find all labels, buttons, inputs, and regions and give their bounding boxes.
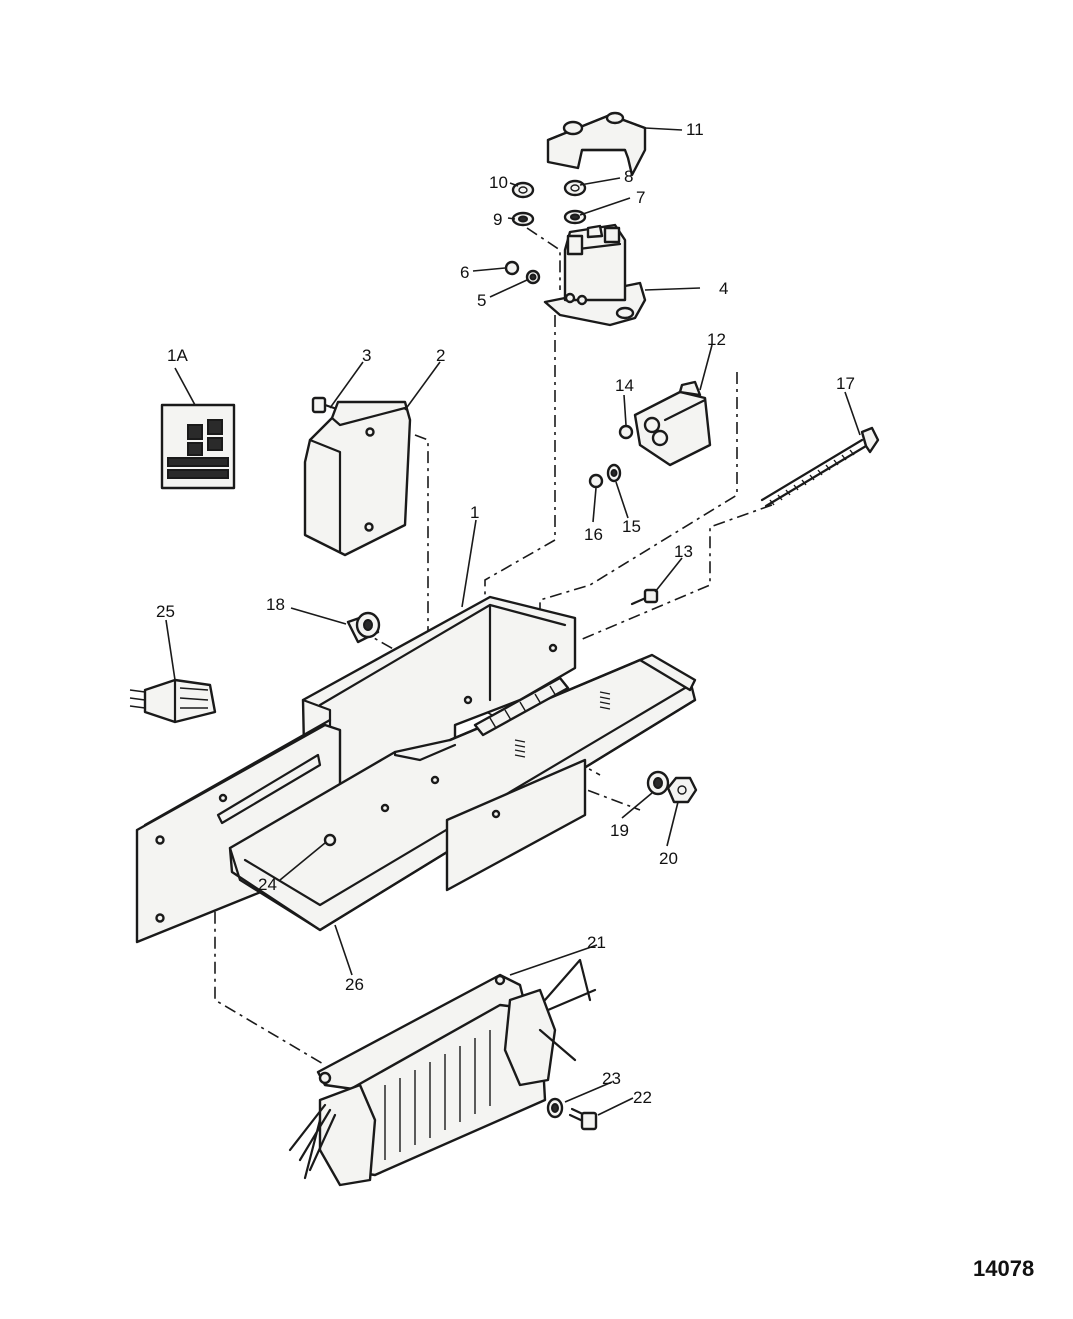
callout-8: 8 [624,167,633,186]
part-1a-decal [160,403,236,490]
part-16-nut [588,473,604,489]
leader-lines [165,127,861,1116]
part-6-nut [504,260,520,276]
part-5-nut [525,269,541,285]
hinge [473,676,570,737]
part-4-solenoid [543,223,647,327]
springs [463,643,611,758]
part-22-bolt [568,1107,598,1131]
callout-1: 1 [470,503,479,522]
callout-23: 23 [602,1069,621,1088]
callout-10: 10 [489,173,508,192]
part-26-channel [218,653,697,932]
callout-9: 9 [493,210,502,229]
callout-2: 2 [436,346,445,365]
callout-15: 15 [622,517,641,536]
callout-12: 12 [707,330,726,349]
part-23-washer [546,1097,564,1119]
part-18-spacer [346,611,381,644]
callout-1a: 1A [167,346,188,365]
part-14-nut [618,424,634,440]
callout-25: 25 [156,602,175,621]
callout-6: 6 [460,263,469,282]
part-7-washer [563,209,587,225]
part-12-relay [633,380,712,467]
callout-26: 26 [345,975,364,994]
part-8-nut [563,179,587,197]
part-10-nut [511,181,535,199]
callout-4: 4 [719,279,728,298]
callout-labels: 1 1A 2 3 4 5 6 7 8 9 10 11 12 13 14 15 1… [156,120,855,1107]
callout-19: 19 [610,821,629,840]
part-20-nut [666,776,698,804]
callout-5: 5 [477,291,486,310]
callout-16: 16 [584,525,603,544]
callout-20: 20 [659,849,678,868]
part-15-washer [606,463,622,483]
part-9-washer [511,211,535,227]
callout-24: 24 [258,875,277,894]
callout-11: 11 [686,120,704,139]
callout-17: 17 [836,374,855,393]
part-13-screw [630,588,659,606]
callout-18: 18 [266,595,285,614]
callout-13: 13 [674,542,693,561]
callout-3: 3 [362,346,371,365]
callout-21: 21 [587,933,606,952]
part-19-washer [646,770,670,796]
part-11-bracket [546,111,647,177]
figure-code: 14078 [973,1256,1034,1281]
part-21-ecm-module [288,958,597,1187]
part-25-connector [129,678,217,724]
callout-7: 7 [636,188,645,207]
part-17-long-bolt [760,426,880,508]
callout-22: 22 [633,1088,652,1107]
part-3-screw [311,396,342,414]
callout-14: 14 [615,376,634,395]
part-2-cover [303,400,412,557]
